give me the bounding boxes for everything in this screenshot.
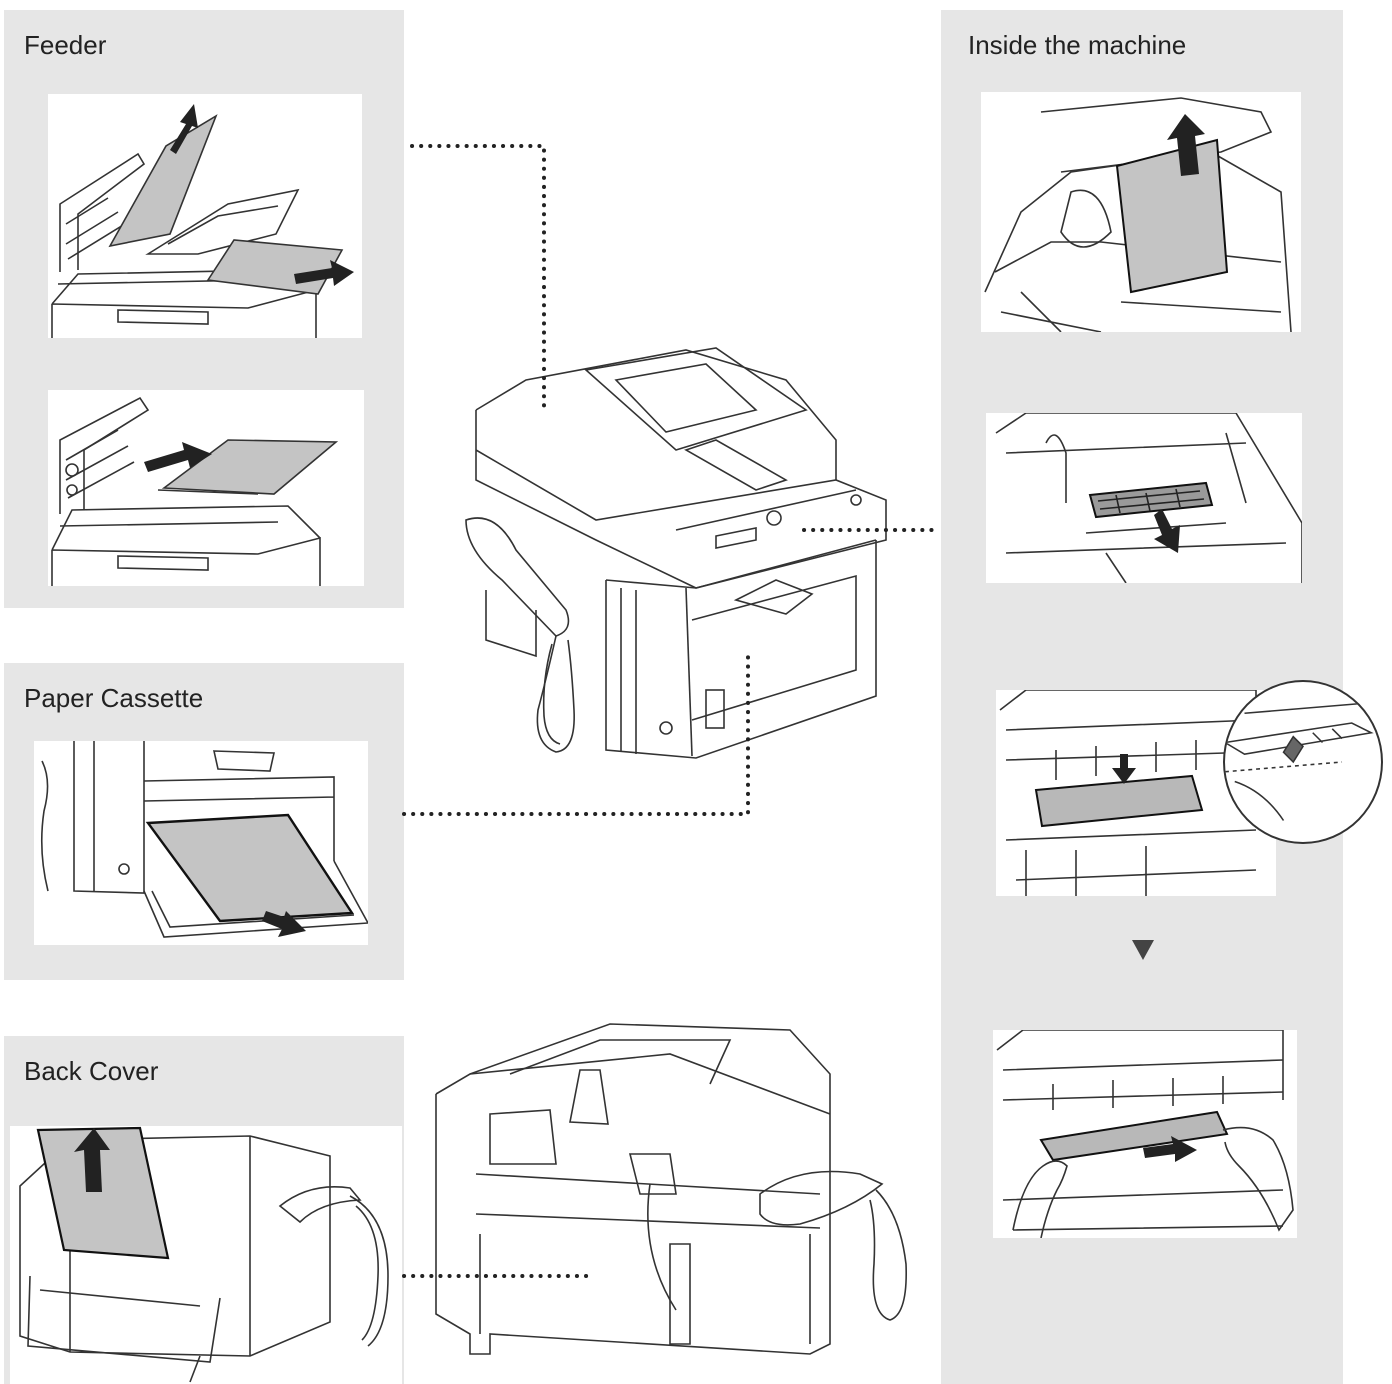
- feeder-panel: Feeder: [4, 10, 404, 608]
- step-arrow-triangle-down-icon: [1132, 940, 1154, 960]
- paper-cassette-illustration: [34, 741, 368, 945]
- inside-illustration-1: [981, 92, 1301, 332]
- feeder-illustration-2: [48, 390, 364, 586]
- paper-cassette-title: Paper Cassette: [24, 683, 204, 713]
- inside-detail-magnifier: [1223, 680, 1383, 844]
- machine-front-illustration: [456, 340, 896, 760]
- inside-machine-title: Inside the machine: [968, 30, 1187, 60]
- back-cover-title: Back Cover: [24, 1056, 159, 1086]
- inside-machine-panel: Inside the machine: [941, 10, 1383, 1384]
- feeder-title: Feeder: [24, 30, 107, 60]
- inside-illustration-4: [993, 1030, 1297, 1238]
- paper-cassette-panel: Paper Cassette: [4, 663, 404, 980]
- back-cover-panel: Back Cover: [4, 1036, 404, 1384]
- inside-illustration-2: [986, 413, 1302, 583]
- machine-back-illustration: [430, 1014, 920, 1380]
- feeder-illustration-1: [48, 94, 362, 338]
- back-cover-illustration: [10, 1126, 402, 1384]
